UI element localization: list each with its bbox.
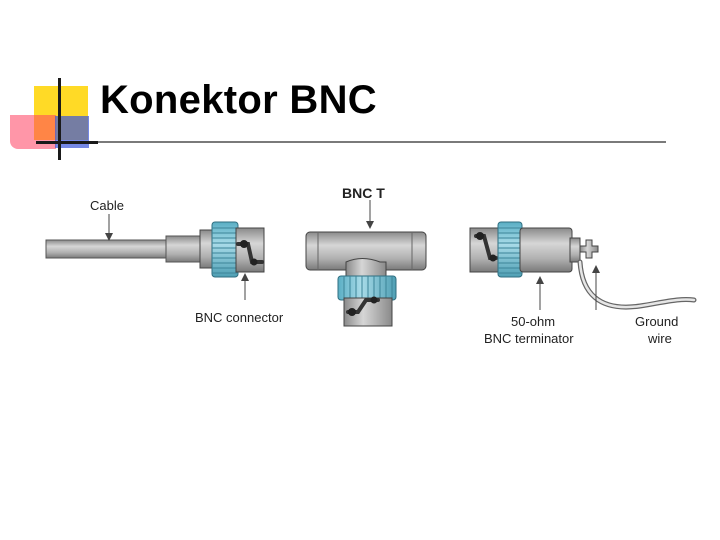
title-underline [36,141,666,143]
decor-vertical-line [58,78,61,160]
page-title: Konektor BNC [100,78,377,122]
bnc-terminator [469,221,599,278]
annotation-arrows [105,200,600,310]
title-underline-accent [36,141,98,144]
label-bnc-t: BNC T [342,185,385,201]
label-bnc-terminator: BNC terminator [484,331,574,346]
cable [45,235,203,263]
label-wire: wire [647,331,672,346]
ground-wire [577,259,697,310]
label-ground: Ground [635,314,678,329]
bnc-t-connector [305,231,427,327]
label-cable: Cable [90,198,124,213]
label-50-ohm: 50-ohm [511,314,555,329]
label-bnc-connector: BNC connector [195,310,284,325]
bnc-connector [199,221,265,278]
